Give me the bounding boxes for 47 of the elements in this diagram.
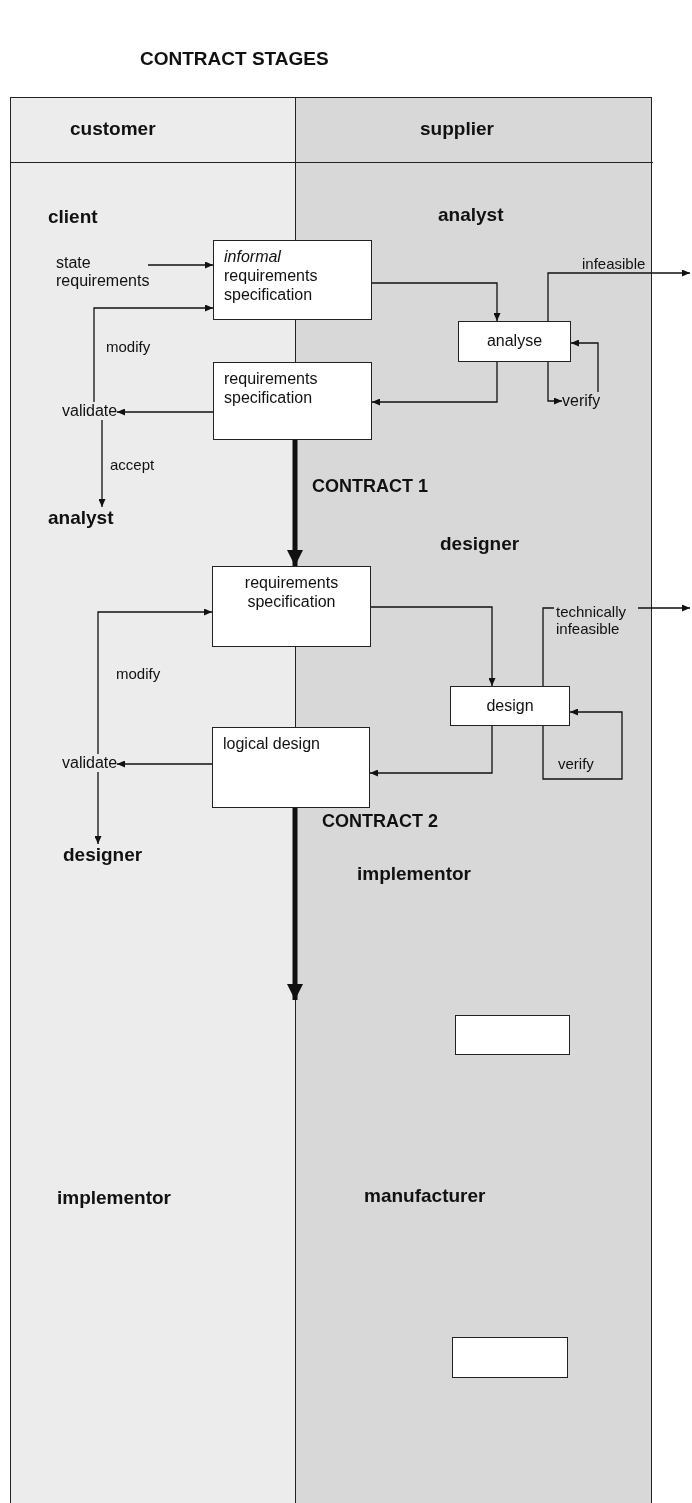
role-label: designer [63, 844, 143, 866]
edge-label: technically infeasible [554, 603, 638, 637]
arrow [147, 261, 214, 269]
arrow [98, 419, 106, 508]
arrow [97, 608, 213, 755]
role-label: designer [440, 533, 520, 555]
process-box: design [450, 686, 570, 726]
arrow [547, 269, 691, 322]
role-label: analyst [438, 204, 504, 226]
arrow [116, 408, 214, 416]
arrow [370, 606, 496, 687]
title: CONTRACT STAGES [140, 48, 329, 70]
process-box: logical design [212, 727, 370, 808]
lane-heading: customer [70, 118, 156, 140]
arrow [547, 361, 563, 405]
edge-label: CONTRACT 1 [310, 478, 430, 495]
role-label: manufacturer [364, 1185, 486, 1207]
step-text: validate [62, 402, 118, 420]
process-box: analyse [458, 321, 571, 362]
role-label: client [48, 206, 98, 228]
process-box: requirements specification [213, 362, 372, 440]
arrow [570, 339, 599, 393]
step-text: verify [562, 392, 601, 410]
arrow [93, 304, 214, 403]
process-box: requirements specification [212, 566, 371, 647]
lane-heading: supplier [420, 118, 494, 140]
edge-label: infeasible [580, 255, 648, 272]
arrow [94, 771, 102, 845]
edge-label: modify [104, 338, 153, 355]
edge-label: modify [114, 665, 163, 682]
role-label: implementor [357, 863, 472, 885]
process-box: informal requirements specification [213, 240, 372, 320]
edge-label: CONTRACT 2 [320, 813, 440, 830]
arrow [287, 440, 303, 566]
process-box [455, 1015, 570, 1055]
step-text: state requirements [56, 254, 148, 290]
arrow [116, 760, 213, 768]
step-text: validate [62, 754, 118, 772]
role-label: analyst [48, 507, 114, 529]
edge-label: verify [556, 755, 596, 772]
arrow [542, 708, 623, 780]
process-box [452, 1337, 568, 1378]
arrow [369, 725, 493, 777]
arrow [371, 282, 501, 322]
role-label: implementor [57, 1187, 172, 1209]
arrow [287, 808, 303, 1000]
arrow [371, 361, 498, 406]
